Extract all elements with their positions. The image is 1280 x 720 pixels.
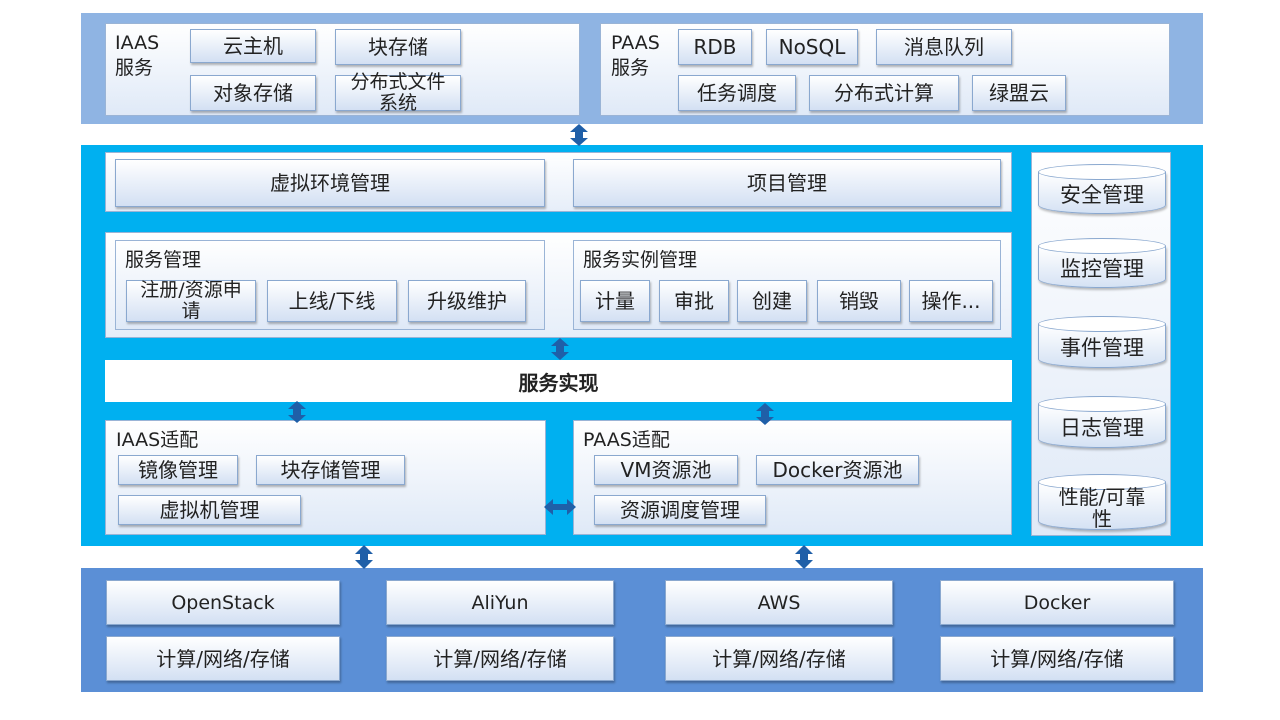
iaas-adapter-image-mgmt: 镜像管理 <box>118 455 238 485</box>
provider-docker-detail: 计算/网络/存储 <box>940 636 1174 681</box>
virtual-env-management: 虚拟环境管理 <box>115 159 545 207</box>
security-management-cylinder: 安全管理 <box>1038 164 1166 214</box>
security-management-label: 安全管理 <box>1060 183 1144 207</box>
iaas-adapter-block-storage-mgmt: 块存储管理 <box>256 455 405 485</box>
paas-item-nsfocus-cloud: 绿盟云 <box>972 75 1066 111</box>
arrow-impl-to-iaas-adapter <box>288 401 306 423</box>
provider-aliyun-detail: 计算/网络/存储 <box>386 636 614 681</box>
iaas-item-cloud-host: 云主机 <box>190 29 316 63</box>
event-management-cylinder: 事件管理 <box>1038 316 1166 368</box>
paas-adapter-scheduling-mgmt: 资源调度管理 <box>594 495 766 525</box>
arrow-top-to-platform <box>570 124 588 146</box>
iaas-adapter-vm-mgmt: 虚拟机管理 <box>118 495 301 525</box>
paas-item-message-queue: 消息队列 <box>876 29 1012 65</box>
service-implementation-label: 服务实现 <box>518 370 599 395</box>
provider-openstack: OpenStack <box>106 580 340 625</box>
service-item-register: 注册/资源申请 <box>126 280 256 322</box>
monitoring-management-cylinder: 监控管理 <box>1038 238 1166 288</box>
arrow-management-to-impl <box>551 338 569 360</box>
provider-aws: AWS <box>665 580 893 625</box>
iaas-adapter-title: IAAS适配 <box>116 429 199 451</box>
monitoring-management-label: 监控管理 <box>1060 257 1144 281</box>
iaas-item-block-storage: 块存储 <box>335 29 461 65</box>
instance-item-operate: 操作... <box>909 280 993 322</box>
service-management-title: 服务管理 <box>125 249 202 271</box>
arrow-platform-to-aws <box>795 545 813 569</box>
provider-aws-detail: 计算/网络/存储 <box>665 636 893 681</box>
iaas-service-label: IAAS 服务 <box>115 32 160 79</box>
log-management-cylinder: 日志管理 <box>1038 396 1166 448</box>
instance-item-create: 创建 <box>737 280 807 322</box>
paas-item-task-scheduling: 任务调度 <box>678 75 796 111</box>
paas-item-distributed-compute: 分布式计算 <box>809 75 959 111</box>
paas-service-label: PAAS 服务 <box>611 32 660 79</box>
instance-management-title: 服务实例管理 <box>583 249 698 271</box>
service-item-online-offline: 上线/下线 <box>267 280 397 322</box>
provider-aliyun: AliYun <box>386 580 614 625</box>
arrow-platform-to-openstack <box>355 545 373 569</box>
instance-item-destroy: 销毁 <box>817 280 901 322</box>
performance-reliability-label: 性能/可靠性 <box>1058 485 1146 531</box>
paas-adapter-docker-pool: Docker资源池 <box>756 455 919 485</box>
event-management-label: 事件管理 <box>1060 336 1144 360</box>
provider-openstack-detail: 计算/网络/存储 <box>106 636 340 681</box>
arrow-between-adapters <box>544 499 576 515</box>
iaas-item-distributed-fs: 分布式文件系统 <box>335 72 461 114</box>
paas-item-rdb: RDB <box>678 29 752 65</box>
provider-docker: Docker <box>940 580 1174 625</box>
paas-adapter-title: PAAS适配 <box>583 429 670 451</box>
service-implementation-bar: 服务实现 <box>105 360 1012 402</box>
performance-reliability-cylinder: 性能/可靠性 <box>1038 474 1166 530</box>
instance-item-metering: 计量 <box>580 280 650 322</box>
instance-item-approval: 审批 <box>659 280 729 322</box>
log-management-label: 日志管理 <box>1060 416 1144 440</box>
paas-item-nosql: NoSQL <box>766 29 858 65</box>
project-management: 项目管理 <box>573 159 1001 207</box>
service-item-upgrade: 升级维护 <box>408 280 526 322</box>
iaas-item-object-storage: 对象存储 <box>190 75 316 111</box>
paas-adapter-vm-pool: VM资源池 <box>594 455 738 485</box>
arrow-impl-to-paas-adapter <box>756 403 774 425</box>
